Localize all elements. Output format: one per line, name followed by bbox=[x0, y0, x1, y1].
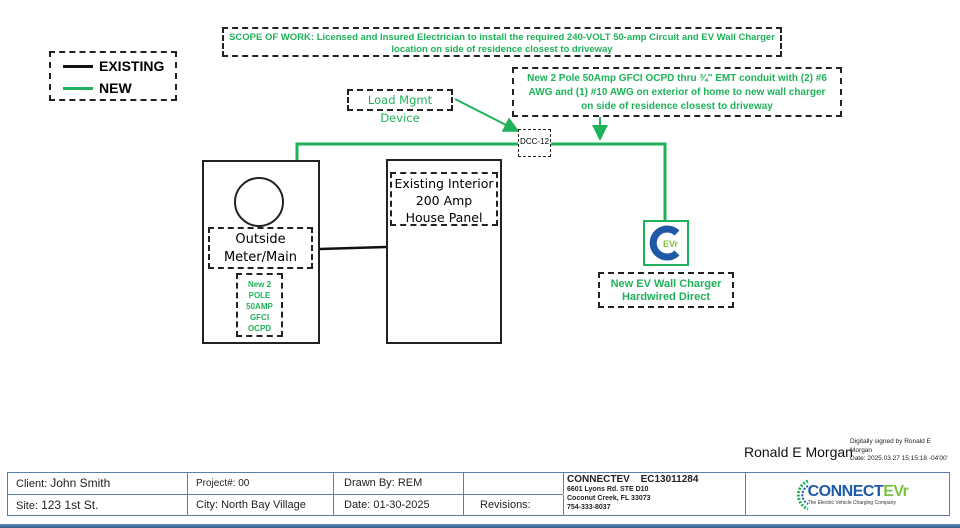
breaker-line: 50AMP bbox=[246, 302, 273, 311]
ev-charger-label: New EV Wall Charger Hardwired Direct bbox=[598, 272, 734, 308]
title-block: Client: John Smith Site: 123 1st St. Pro… bbox=[7, 472, 950, 516]
signature-name: Ronald E Morgan bbox=[744, 444, 853, 460]
conduit-note-line-2: AWG and (1) #10 AWG on exterior of home … bbox=[528, 87, 826, 98]
signature-meta: Digitally signed by Ronald E Morgan Date… bbox=[850, 438, 948, 464]
logo-text-ev: EVr bbox=[883, 482, 909, 500]
city-label: City: bbox=[196, 499, 218, 511]
meter-main-label: Outside Meter/Main bbox=[208, 227, 313, 269]
house-panel-label: Existing Interior 200 Amp House Panel bbox=[390, 172, 498, 226]
logo-tagline: The Electric Vehicle Charging Company bbox=[807, 499, 896, 506]
company-address-2: Coconut Creek, FL 33073 bbox=[567, 495, 651, 502]
new-breaker-label: New 2 POLE 50AMP GFCI OCPD bbox=[236, 273, 283, 337]
company-info-cell: CONNECTEV EC13011284 6601 Lyons Rd. STE … bbox=[564, 473, 746, 516]
site-label: Site: bbox=[16, 500, 39, 512]
revisions-label: Revisions: bbox=[480, 499, 531, 511]
new-line-swatch bbox=[63, 86, 93, 90]
legend: EXISTING NEW bbox=[49, 51, 177, 101]
project-label: Project#: bbox=[196, 478, 236, 489]
company-address-1: 6601 Lyons Rd. STE D10 bbox=[567, 486, 649, 493]
date-cell: Date: 01-30-2025 bbox=[334, 495, 464, 516]
company-logo-cell: CONNECTEVr The Electric Vehicle Charging… bbox=[746, 473, 950, 516]
existing-line-swatch bbox=[63, 64, 93, 68]
city-cell: City: North Bay Village bbox=[188, 495, 334, 516]
panel-label-line-2: 200 Amp bbox=[415, 193, 473, 208]
breaker-line: New 2 bbox=[247, 280, 272, 289]
signature-meta-line-3: Date: 2025.03.27 15:15:18 -04'00' bbox=[850, 455, 948, 462]
signature-meta-line-2: Morgan bbox=[850, 446, 873, 454]
site-value: 123 1st St. bbox=[41, 498, 99, 512]
new-circuit-wire bbox=[295, 142, 667, 220]
site-cell: Site: 123 1st St. bbox=[8, 495, 188, 516]
drawn-by-label: Drawn By: bbox=[344, 477, 395, 489]
panel-label-line-3: House Panel bbox=[405, 210, 483, 225]
drawn-by-value: REM bbox=[397, 477, 423, 489]
logo-arc-icon bbox=[796, 479, 809, 510]
blank-cell bbox=[464, 473, 564, 494]
conduit-note-line-3: on side of residence closest to driveway bbox=[581, 101, 773, 112]
svg-text:EVr: EVr bbox=[663, 239, 679, 249]
charger-label-line-1: New EV Wall Charger bbox=[610, 278, 722, 290]
revisions-cell: Revisions: bbox=[464, 495, 564, 516]
title-row-divider bbox=[8, 494, 563, 495]
panel-label-line-1: Existing Interior bbox=[394, 176, 494, 191]
company-phone: 754-333-8037 bbox=[567, 504, 611, 511]
bottom-border bbox=[0, 524, 960, 528]
client-label: Client: bbox=[16, 478, 48, 490]
scope-line-2: location on side of residence closest to… bbox=[391, 44, 613, 55]
breaker-line: POLE bbox=[248, 291, 271, 300]
conduit-note: New 2 Pole 50Amp GFCI OCPD thru ¾" EMT c… bbox=[512, 67, 842, 117]
city-value: North Bay Village bbox=[221, 499, 306, 511]
date-value: 01-30-2025 bbox=[373, 499, 430, 511]
conduit-note-line-1: New 2 Pole 50Amp GFCI OCPD thru ¾" EMT c… bbox=[527, 73, 827, 84]
connectev-logo: CONNECTEVr The Electric Vehicle Charging… bbox=[788, 478, 909, 512]
project-value: 00 bbox=[238, 478, 250, 489]
scope-of-work-note: SCOPE OF WORK: Licensed and Insured Elec… bbox=[222, 27, 782, 57]
load-mgmt-device-label: Load Mgmt Device bbox=[347, 89, 453, 125]
connectev-logo-icon: EVr bbox=[649, 225, 680, 261]
load-mgmt-arrow bbox=[454, 98, 520, 132]
meter-label-line-2: Meter/Main bbox=[223, 250, 298, 265]
logo-text-connect: CONNECT bbox=[807, 482, 884, 500]
legend-existing: EXISTING bbox=[63, 58, 164, 74]
client-value: John Smith bbox=[50, 476, 111, 490]
legend-new: NEW bbox=[63, 80, 132, 96]
signature-meta-line-1: Digitally signed by Ronald E bbox=[850, 438, 931, 445]
load-mgmt-text: Load Mgmt Device bbox=[367, 93, 433, 125]
charger-label-line-2: Hardwired Direct bbox=[621, 291, 711, 303]
drawn-by-cell: Drawn By: REM bbox=[334, 473, 464, 494]
meter-label-line-1: Outside bbox=[235, 232, 286, 247]
license-number: EC13011284 bbox=[640, 474, 699, 485]
meter-circle-icon bbox=[234, 177, 284, 227]
existing-feeder-wire bbox=[319, 245, 387, 251]
legend-existing-label: EXISTING bbox=[99, 58, 165, 74]
ev-charger-icon: EVr bbox=[643, 220, 689, 266]
company-header: CONNECTEV EC13011284 bbox=[567, 474, 745, 485]
legend-new-label: NEW bbox=[99, 80, 132, 96]
date-label: Date: bbox=[344, 499, 371, 511]
project-cell: Project#: 00 bbox=[188, 473, 334, 494]
company-name: CONNECTEV bbox=[567, 474, 630, 485]
dcc-12-device: DCC-12 bbox=[518, 129, 551, 157]
breaker-line: GFCI bbox=[249, 313, 270, 322]
client-cell: Client: John Smith bbox=[8, 473, 188, 494]
scope-line-1: SCOPE OF WORK: Licensed and Insured Elec… bbox=[229, 32, 775, 43]
dcc-label: DCC-12 bbox=[520, 137, 549, 146]
breaker-line: OCPD bbox=[247, 324, 272, 333]
